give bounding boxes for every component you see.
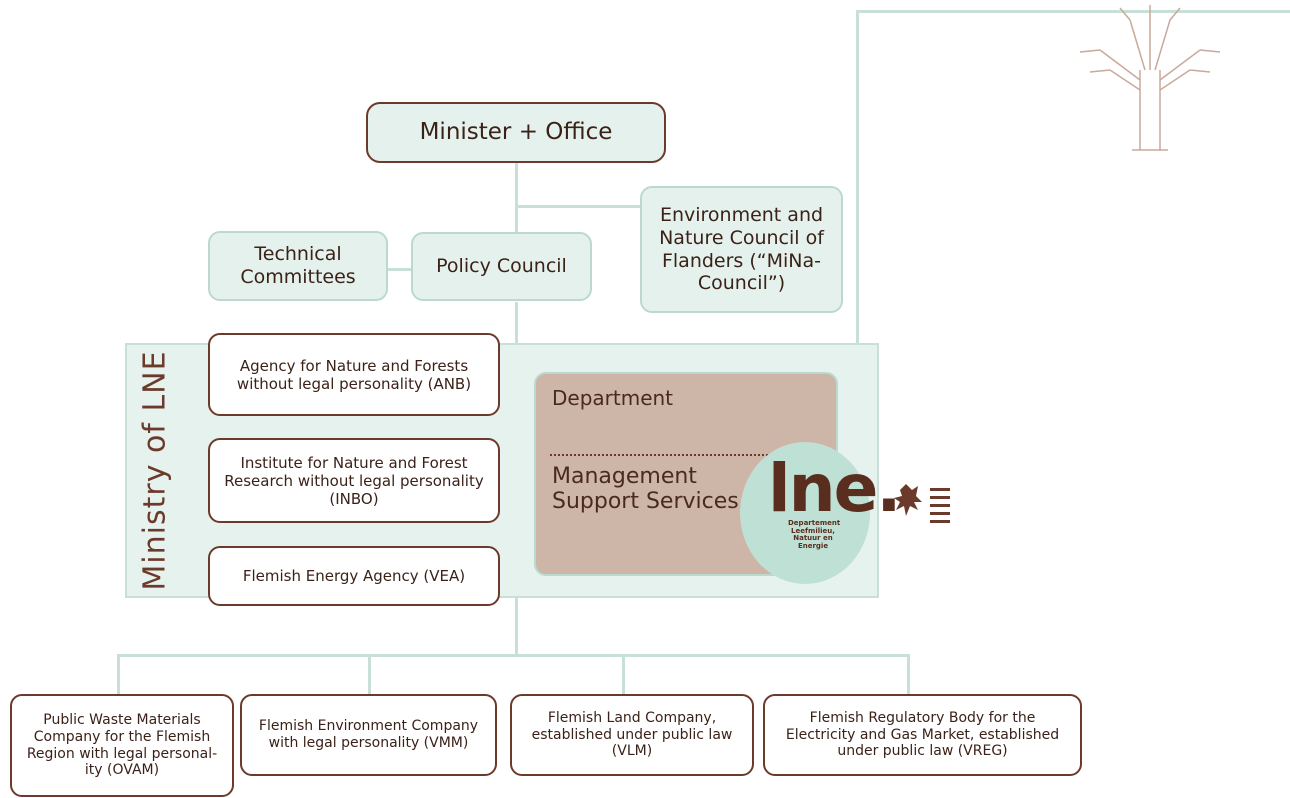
external-ovam-box: Public Waste Materials Company for the F…: [10, 694, 234, 797]
agency-vea-label: Flemish Energy Agency (VEA): [242, 567, 466, 585]
external-vreg-box: Flemish Regulatory Body for the Electric…: [763, 694, 1082, 776]
agency-inbo-box: Institute for Nature and Forest Research…: [208, 438, 500, 523]
department-divider: [550, 454, 776, 456]
external-ovam-label: Public Waste Materials Company for the F…: [26, 711, 218, 779]
connector-top-horizontal: [856, 10, 1290, 13]
policy-council-label: Policy Council: [436, 255, 567, 278]
department-label: Department: [552, 386, 674, 410]
policy-council-box: Policy Council: [411, 232, 592, 301]
external-vmm-box: Flemish Environment Company with legal p…: [240, 694, 497, 776]
mina-council-label: Environment and Nature Council of Flande…: [659, 203, 824, 295]
connector-vmm: [368, 654, 371, 696]
agency-anb-label: Agency for Nature and Forests without le…: [236, 356, 472, 393]
connector-vreg: [907, 654, 910, 696]
mina-council-box: Environment and Nature Council of Flande…: [640, 186, 843, 313]
connector-right-vertical: [856, 10, 859, 455]
agency-inbo-label: Institute for Nature and Forest Research…: [224, 453, 484, 508]
connector-vlm: [622, 654, 625, 696]
technical-committees-box: Technical Committees: [208, 231, 388, 301]
agency-vea-box: Flemish Energy Agency (VEA): [208, 546, 500, 606]
connector-bottom-horizontal: [117, 654, 910, 657]
connector-ovam: [117, 654, 120, 696]
logo-circle: [740, 442, 870, 584]
tree-icon: [1079, 5, 1221, 151]
external-vreg-label: Flemish Regulatory Body for the Electric…: [785, 709, 1060, 760]
lne-logo-subtext: Departement Leefmilieu, Natuur en Energi…: [788, 519, 841, 551]
agency-anb-box: Agency for Nature and Forests without le…: [208, 333, 500, 416]
external-vlm-box: Flemish Land Company, established under …: [510, 694, 754, 776]
connector-to-mina: [515, 205, 642, 208]
technical-committees-label: Technical Committees: [240, 243, 356, 288]
minister-office-box: Minister + Office: [366, 102, 666, 163]
external-vmm-label: Flemish Environment Company with legal p…: [258, 718, 479, 751]
department-box: Department Management Support Services: [534, 372, 838, 576]
external-vlm-label: Flemish Land Company, established under …: [531, 709, 733, 760]
flemish-lion-icon: [894, 484, 950, 523]
ministry-label: Ministry of LNE: [122, 343, 188, 598]
connector-minister-down: [515, 162, 518, 232]
minister-office-label: Minister + Office: [419, 118, 613, 145]
lne-logo: lne.: [768, 450, 901, 527]
connector-technical: [386, 268, 413, 271]
ministry-label-text: Ministry of LNE: [137, 350, 173, 591]
management-support-label: Management Support Services: [552, 464, 739, 515]
